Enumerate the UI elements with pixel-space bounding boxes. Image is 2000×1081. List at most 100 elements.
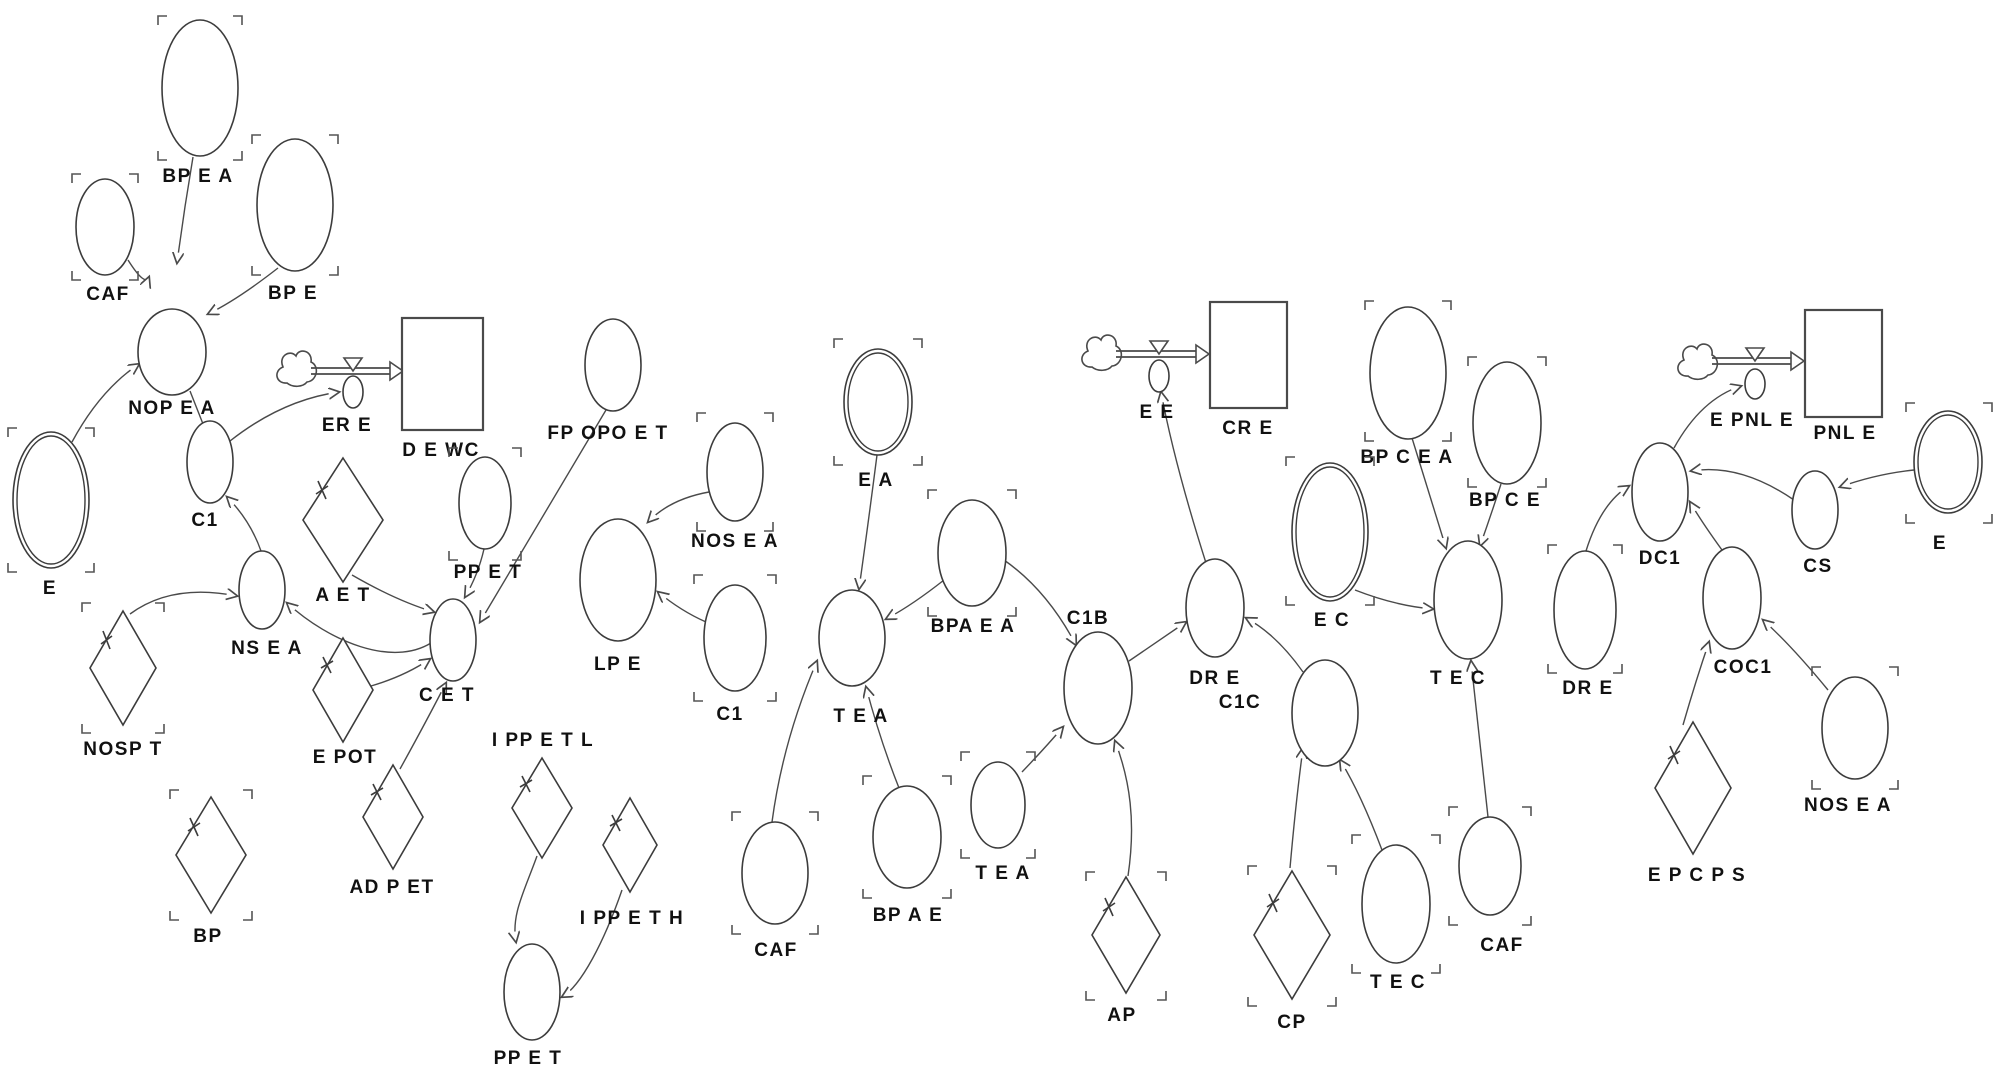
arrow-bpaea-to-c1b[interactable] (1003, 559, 1076, 645)
arrow-c1b-to-dre[interactable] (1128, 622, 1186, 662)
arrow-nopea-to-c1[interactable] (189, 390, 204, 425)
node-i-pp-e-t-l[interactable]: I PP E T L (492, 730, 594, 860)
node-t-e-c-2[interactable]: T E C (1351, 834, 1441, 993)
node-dc1[interactable]: DC1 (1631, 442, 1689, 569)
node-pp-e-t-top[interactable]: PP E T (448, 447, 522, 583)
node-e-pot[interactable]: E POT (312, 636, 378, 768)
node-t-e-a-1[interactable]: T E A (818, 589, 889, 727)
node-a-e-t[interactable]: A E T (302, 456, 384, 606)
arrow-nospt-to-nsea[interactable] (129, 592, 237, 615)
flow-label: E PNL E (1710, 410, 1794, 431)
node-fp-opo-e-t[interactable]: FP OPO E T (547, 318, 668, 444)
valve-icon[interactable] (342, 357, 364, 373)
arrow-bpcea-to-tec[interactable] (1411, 437, 1446, 548)
selection-bracket-icon (1547, 544, 1557, 554)
selection-bracket-icon (71, 271, 81, 281)
node-i-pp-e-t-h[interactable]: I PP E T H (580, 796, 684, 929)
arrow-cp-to-c1c[interactable] (1289, 748, 1303, 869)
arrow-e-to-nopea[interactable] (71, 364, 139, 443)
arrow-cafmid-to-tea[interactable] (771, 661, 817, 823)
node-cs[interactable]: CS (1791, 470, 1839, 577)
arrow-bpea-to-nopea[interactable] (177, 156, 194, 263)
node-nos-e-a-right[interactable]: NOS E A (1804, 666, 1899, 816)
node-ns-e-a[interactable]: NS E A (231, 550, 303, 659)
node-e-a[interactable]: E A (833, 338, 923, 491)
node-e-right[interactable]: E (1905, 402, 1993, 554)
node-coc1[interactable]: COC1 (1702, 546, 1772, 678)
node-caf-mid[interactable]: CAF (731, 811, 819, 961)
arrow-bpce-to-tec[interactable] (1480, 483, 1502, 546)
arrow-bpae-to-tea[interactable] (866, 687, 900, 789)
valve-icon[interactable] (1744, 347, 1766, 363)
flow-valve-ee[interactable] (1148, 359, 1170, 393)
node-e-p-c-p-s[interactable]: E P C P S (1648, 720, 1746, 886)
node-dr-e-1[interactable]: DR E (1185, 558, 1245, 689)
arrow-cs-to-dc1[interactable] (1691, 470, 1795, 501)
stock-cre[interactable]: CR E (1208, 300, 1289, 439)
arrow-dre-to-ee[interactable] (1161, 392, 1207, 564)
arrow-adpet-to-cet[interactable] (399, 683, 446, 770)
stock-dewc[interactable]: D E WC (400, 316, 485, 461)
arrow-coc1-to-dc1[interactable] (1690, 502, 1723, 551)
arrow-epot-to-cet[interactable] (370, 659, 430, 687)
arrow-ec-to-tec[interactable] (1354, 589, 1433, 609)
arrow-fpopoet-to-cet[interactable] (480, 409, 607, 622)
node-nosp-t[interactable]: NOSP T (81, 602, 165, 760)
node-bp-e[interactable]: BP E (251, 134, 339, 304)
node-nop-e-a[interactable]: NOP E A (128, 308, 216, 419)
flow-valve-epnle[interactable] (1744, 368, 1766, 400)
node-bp-e-a[interactable]: BP E A (157, 15, 243, 187)
selection-bracket-icon (448, 551, 458, 561)
node-ap[interactable]: AP (1085, 871, 1167, 1026)
arrow-ppet-to-cet[interactable] (465, 548, 485, 597)
arrow-bpe-to-nopea[interactable] (208, 267, 279, 314)
node-c-e-t[interactable]: C E T (419, 598, 477, 706)
node-e-c[interactable]: E C (1285, 456, 1375, 631)
node-bp[interactable]: BP (169, 789, 253, 947)
arrow-tea2-to-c1b[interactable] (1021, 727, 1063, 773)
arrow-ippetl-to-ppet[interactable] (515, 855, 538, 942)
arrow-nosear-to-coc1[interactable] (1763, 620, 1829, 691)
node-c1c[interactable]: C1C (1219, 659, 1359, 767)
selection-bracket-icon (1613, 544, 1623, 554)
node-bp-c-e[interactable]: BP C E (1467, 356, 1547, 511)
arrow-bpaea-to-tea[interactable] (886, 579, 945, 619)
node-caf-topleft[interactable]: CAF (71, 173, 139, 305)
arrow-c1c-to-dre[interactable] (1246, 618, 1304, 673)
arrow-nsea-to-c1[interactable] (227, 497, 262, 552)
arrow-ippeth-to-ppet[interactable] (562, 889, 623, 997)
node-ad-p-et[interactable]: AD P ET (349, 763, 434, 898)
arrow-caf-to-nopea[interactable] (127, 259, 149, 280)
arrow-cafright-to-tec[interactable] (1471, 661, 1489, 818)
arrow-e-to-cs[interactable] (1840, 469, 1915, 487)
arrow-aet-to-cet[interactable] (351, 574, 434, 612)
node-t-e-c-1[interactable]: T E C (1430, 540, 1503, 689)
arrow-epcps-to-coc1[interactable] (1682, 642, 1709, 726)
node-c1b[interactable]: C1B (1063, 608, 1133, 745)
node-e-left[interactable]: E (7, 427, 95, 599)
node-c1-left[interactable]: C1 (186, 420, 234, 531)
arrow-nosea-to-lpe[interactable] (648, 491, 710, 522)
arrow-ea-to-tea[interactable] (859, 454, 878, 589)
node-c1-mid[interactable]: C1 (693, 574, 777, 725)
node-cp[interactable]: CP (1247, 865, 1337, 1033)
node-dr-e-2[interactable]: DR E (1547, 544, 1623, 699)
node-t-e-a-2[interactable]: T E A (960, 751, 1036, 884)
node-caf-right[interactable]: CAF (1448, 806, 1532, 956)
arrow-tec2-to-c1c[interactable] (1340, 760, 1383, 851)
arrow-c1-to-ere[interactable] (229, 392, 339, 442)
stock-pnle[interactable]: PNL E (1803, 308, 1884, 444)
arrow-dc1-to-epnle[interactable] (1673, 386, 1741, 449)
arrow-dre2-to-dc1[interactable] (1585, 486, 1629, 552)
node-bp-a-e[interactable]: BP A E (862, 775, 952, 926)
arrow-cet-to-nsea[interactable] (287, 603, 432, 654)
node-bpa-e-a[interactable]: BPA E A (927, 489, 1017, 637)
valve-icon[interactable] (1148, 340, 1170, 356)
node-lp-e[interactable]: LP E (579, 518, 657, 675)
arrow-c1mid-to-lpe[interactable] (658, 592, 707, 623)
node-bp-c-e-a[interactable]: BP C E A (1360, 300, 1453, 468)
node-nos-e-a-mid[interactable]: NOS E A (691, 412, 779, 552)
node-pp-e-t-bottom[interactable]: PP E T (494, 943, 563, 1069)
flow-valve-ere[interactable] (342, 375, 364, 409)
arrow-ap-to-c1b[interactable] (1115, 741, 1133, 877)
